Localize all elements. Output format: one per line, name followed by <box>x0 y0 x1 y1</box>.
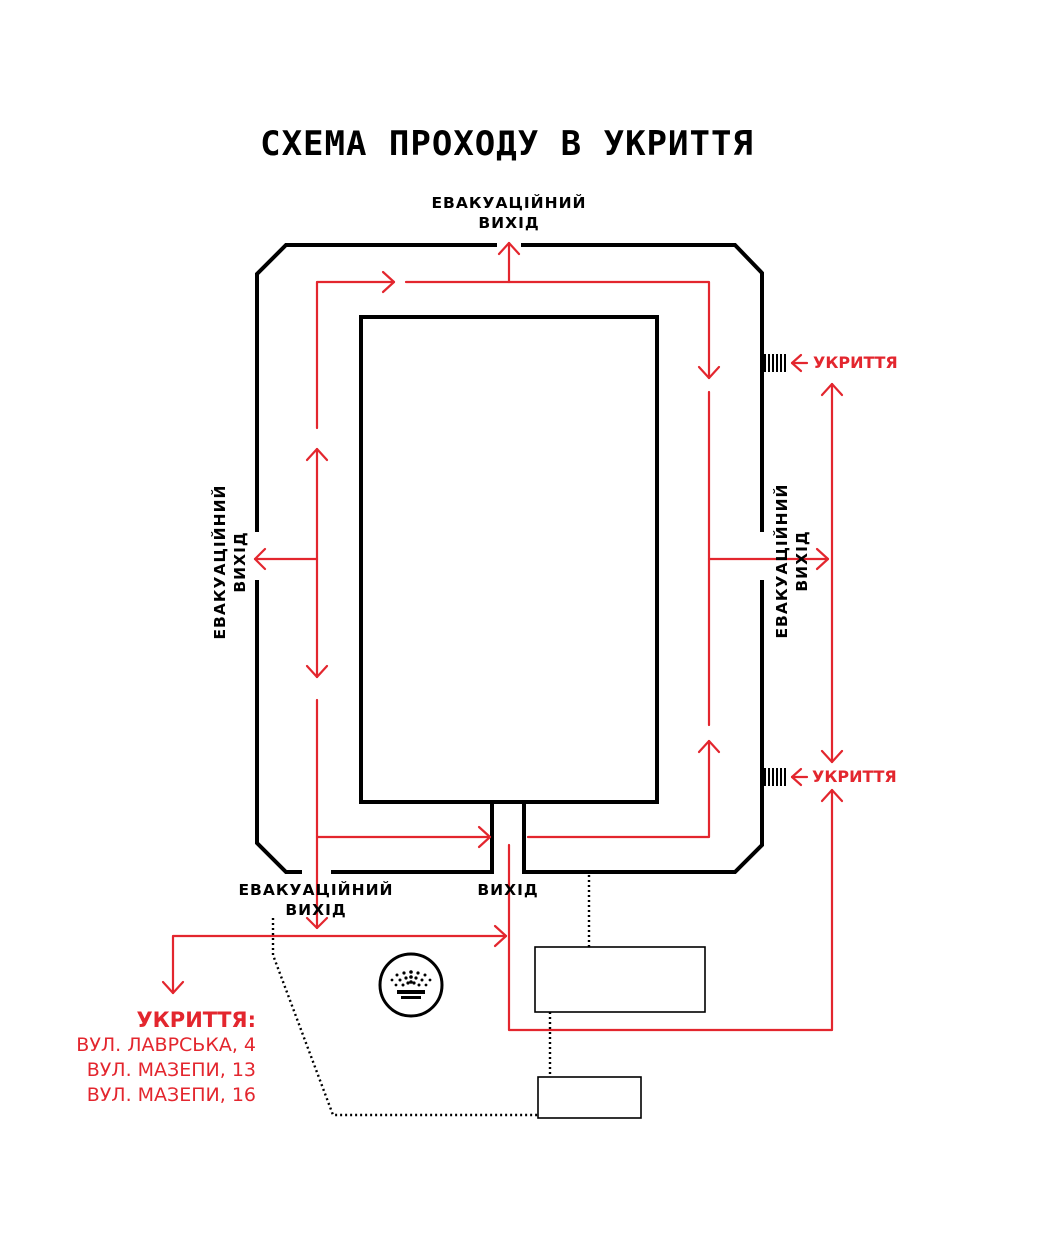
outbuilding-small <box>537 1076 642 1119</box>
shelter-address: ВУЛ. МАЗЕПИ, 16 <box>87 1084 256 1106</box>
stairs-icon <box>764 354 786 372</box>
evac-exit-bottom-label: ЕВАКУАЦІЙНИЙ <box>238 880 393 899</box>
evac-exit-left-label: ВИХІД <box>231 531 249 592</box>
evac-exit-bottom-label: ВИХІД <box>285 901 346 919</box>
outer-walls <box>255 243 764 874</box>
shelters-heading: УКРИТТЯ: <box>136 1008 256 1032</box>
exit-label: ВИХІД <box>477 881 538 899</box>
fountain-icon <box>378 952 444 1018</box>
shelter-address: ВУЛ. ЛАВРСЬКА, 4 <box>76 1034 256 1056</box>
evac-exit-top-label: ВИХІД <box>478 214 539 232</box>
shelter-upper-label: УКРИТТЯ <box>813 353 898 372</box>
shelter-address: ВУЛ. МАЗЕПИ, 13 <box>87 1059 256 1081</box>
evac-exit-top-label: ЕВАКУАЦІЙНИЙ <box>431 193 586 212</box>
dotted-lines <box>271 875 591 1117</box>
outbuilding-large <box>534 946 706 1013</box>
stairs-icon <box>764 768 786 786</box>
shelter-lower-label: УКРИТТЯ <box>812 767 897 786</box>
evac-exit-right-label: ВИХІД <box>793 530 811 591</box>
evac-exit-left-label: ЕВАКУАЦІЙНИЙ <box>210 484 229 639</box>
page-title: СХЕМА ПРОХОДУ В УКРИТТЯ <box>260 124 754 164</box>
inner-block <box>359 315 659 804</box>
evac-exit-right-label: ЕВАКУАЦІЙНИЙ <box>772 483 791 638</box>
evacuation-routes <box>161 241 844 1032</box>
